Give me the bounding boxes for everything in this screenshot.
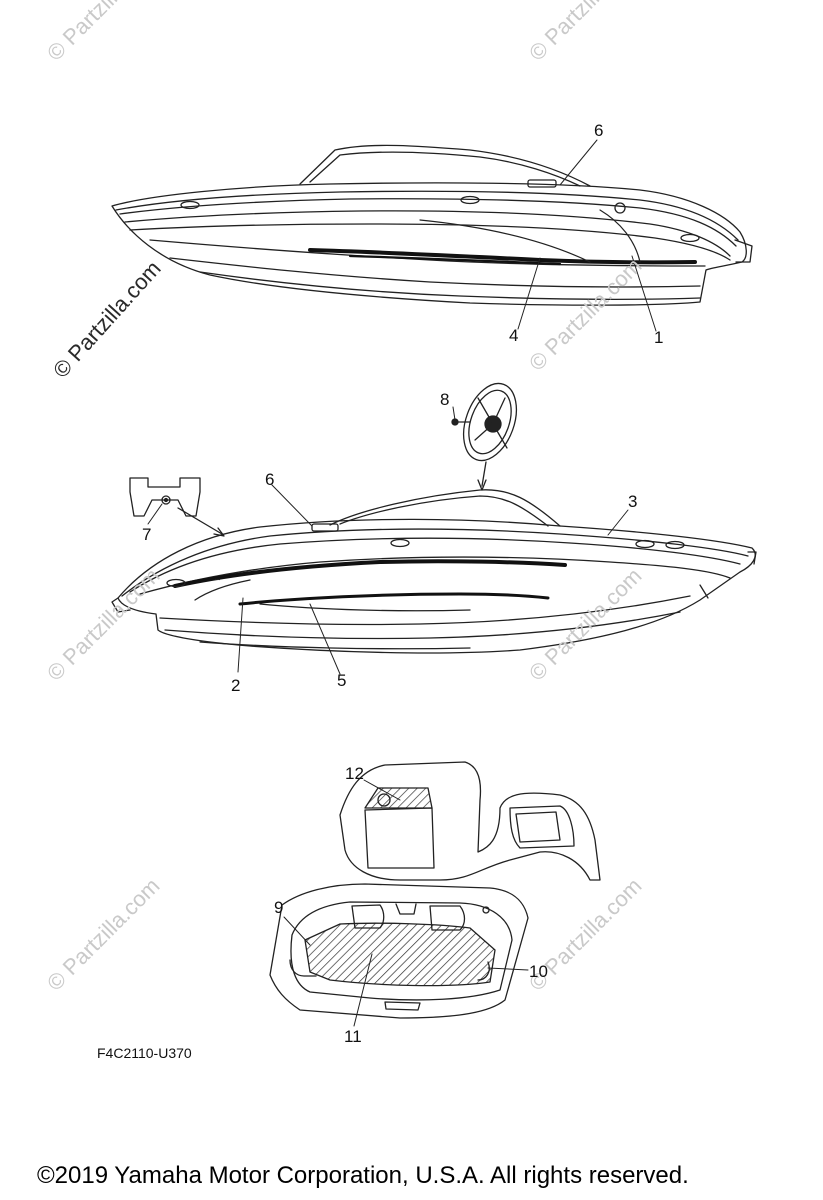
callout-6-top: 6	[594, 121, 604, 140]
callout-6-middle: 6	[265, 470, 275, 489]
callout-2: 2	[231, 676, 241, 695]
callout-10: 10	[529, 962, 548, 981]
copyright-notice: ©2019 Yamaha Motor Corporation, U.S.A. A…	[37, 1162, 689, 1189]
storage-compartment-view	[269, 761, 601, 1019]
boat-top-view	[111, 144, 753, 306]
callout-5: 5	[337, 671, 347, 690]
callout-12: 12	[345, 764, 364, 783]
steering-wheel-emblem	[451, 382, 518, 491]
seat-detail-inset	[129, 477, 225, 537]
figure-code: F4C2110-U370	[97, 1045, 192, 1061]
callout-9: 9	[274, 898, 284, 917]
callout-4: 4	[509, 326, 519, 345]
callout-3: 3	[628, 492, 638, 511]
leader-lines	[147, 139, 657, 1027]
boat-middle-view: ▪▪▪	[111, 489, 757, 654]
callout-7: 7	[142, 525, 152, 544]
svg-text:▪▪▪: ▪▪▪	[215, 577, 221, 583]
callout-8: 8	[440, 390, 450, 409]
callout-11: 11	[344, 1027, 362, 1046]
callout-1: 1	[654, 328, 664, 347]
